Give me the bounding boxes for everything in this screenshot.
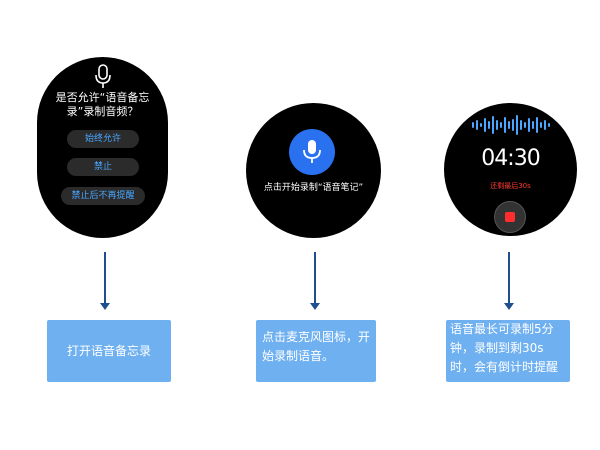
flow-arrow-3: [508, 252, 510, 304]
step-box-1: 打开语音备忘录: [47, 320, 171, 382]
stop-record-icon: [505, 212, 515, 222]
permission-watch-screen: 是否允许“语音备忘录”录制音频？ 始终允许 禁止 禁止后不再提醒: [37, 57, 168, 238]
arrow-head-1: [100, 303, 110, 310]
step-box-3: 语音最长可录制5分钟，录制到剩30s时，会有倒计时提醒: [446, 320, 570, 382]
deny-button[interactable]: 禁止: [67, 158, 139, 176]
start-record-watch-screen: 点击开始录制“语音笔记”: [246, 103, 381, 238]
recording-timer: 04:30: [481, 146, 540, 171]
recording-watch-screen: 04:30 还剩最后30s: [444, 103, 577, 236]
deny-no-reminder-button[interactable]: 禁止后不再提醒: [61, 187, 145, 205]
arrow-head-3: [504, 303, 514, 310]
step-box-2: 点击麦克风图标，开始录制语音。: [256, 320, 376, 382]
permission-prompt: 是否允许“语音备忘录”录制音频？: [55, 91, 150, 118]
flow-arrow-2: [314, 252, 316, 304]
step-text-1: 打开语音备忘录: [66, 344, 151, 358]
microphone-filled-icon: [303, 140, 321, 163]
microphone-outline-icon: [95, 64, 111, 88]
arrow-head-2: [310, 303, 320, 310]
always-allow-button[interactable]: 始终允许: [67, 130, 139, 148]
start-record-hint: 点击开始录制“语音笔记”: [263, 183, 364, 193]
step-text-2: 点击麦克风图标，开始录制语音。: [262, 330, 371, 363]
remaining-time-warning: 还剩最后30s: [490, 182, 531, 190]
stop-record-button[interactable]: [494, 201, 526, 233]
record-mic-button[interactable]: [289, 129, 335, 175]
flow-arrow-1: [104, 252, 106, 304]
audio-waveform-icon: [472, 115, 550, 135]
step-text-3: 语音最长可录制5分钟，录制到剩30s时，会有倒计时提醒: [450, 322, 559, 374]
